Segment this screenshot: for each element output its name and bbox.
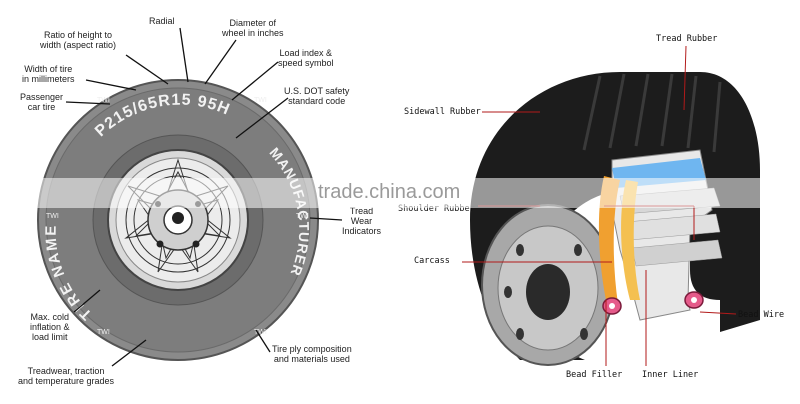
sidewall-rubber-label: Sidewall Rubber bbox=[404, 107, 481, 117]
treadwear-grades-label: Treadwear, traction and temperature grad… bbox=[18, 366, 115, 386]
twi-mark-top-left: TWI bbox=[97, 97, 110, 104]
passenger-car-label: Passenger car tire bbox=[20, 92, 64, 112]
watermark-text: trade.china.com bbox=[318, 181, 461, 203]
twi-mark-left: TWI bbox=[46, 213, 59, 220]
bead-wire-label: Bead Wire bbox=[738, 310, 785, 320]
tread-wear-indicators-label: Tread Wear Indicators bbox=[342, 206, 382, 236]
bead-filler-label: Bead Filler bbox=[566, 370, 623, 380]
inner-liner-label: Inner Liner bbox=[642, 370, 699, 380]
lug-holes bbox=[504, 244, 588, 340]
dot-code-label: U.S. DOT safety standard code bbox=[284, 86, 350, 106]
watermark-band bbox=[0, 178, 800, 208]
twi-marks: TWI TWI TWI TWI TWI TWI bbox=[46, 97, 309, 336]
tread-grooves bbox=[582, 73, 722, 153]
max-cold-inflation-label: Max. cold inflation & load limit bbox=[30, 312, 70, 342]
carcass-label: Carcass bbox=[414, 256, 450, 266]
shoulder-rubber-label: Shoulder Rubber bbox=[398, 204, 475, 214]
radial-label: Radial bbox=[149, 16, 175, 26]
twi-mark-bottom-left: TWI bbox=[97, 329, 110, 336]
twi-mark-top-right: TWI bbox=[254, 97, 267, 104]
twi-mark-right: TWI bbox=[296, 213, 309, 220]
tread-rubber-label: Tread Rubber bbox=[656, 34, 718, 44]
leader-lines bbox=[65, 27, 343, 367]
load-index-label: Load index & speed symbol bbox=[278, 48, 334, 68]
tire-width-label: Width of tire in millimeters bbox=[22, 64, 75, 84]
twi-mark-bottom-right: TWI bbox=[254, 329, 267, 336]
aspect-ratio-label: Ratio of height to width (aspect ratio) bbox=[40, 30, 117, 50]
diameter-label: Diameter of wheel in inches bbox=[222, 18, 284, 38]
tire-ply-label: Tire ply composition and materials used bbox=[272, 344, 352, 364]
